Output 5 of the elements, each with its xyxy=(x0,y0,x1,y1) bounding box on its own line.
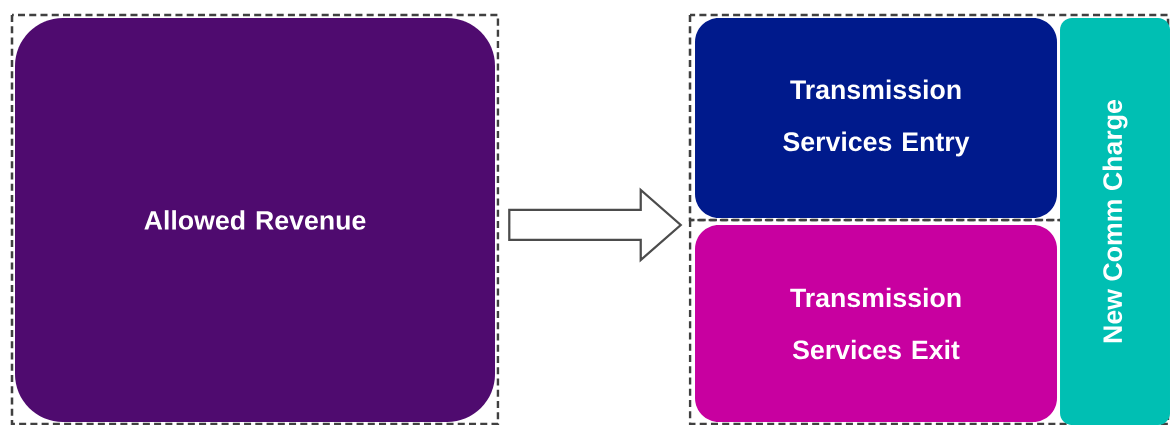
entry-box: Transmission Services Entry xyxy=(695,18,1057,218)
charge-band: New Comm Charge xyxy=(1060,18,1170,425)
exit-box: Transmission Services Exit xyxy=(695,225,1057,422)
revenue-box: Allowed Revenue xyxy=(15,18,495,422)
block-arrow xyxy=(508,187,683,263)
